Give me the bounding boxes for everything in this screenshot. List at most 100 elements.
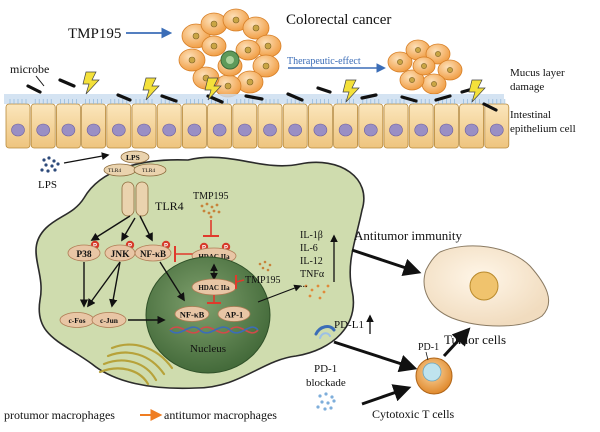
epithelium-cell-nucleus [112,123,126,137]
jnk-pill: JNK [104,244,136,262]
antitumor-immunity-arrow [351,248,422,276]
microbe-pointer [35,75,45,87]
pdl1-label: PD-L1 [334,319,364,331]
pd1-blockade-label-1: PD-1 [314,363,337,375]
epithelium-cell-nucleus [263,123,277,137]
svg-text:P38: P38 [76,250,92,260]
lps-receptor-label: LPS [126,153,140,162]
microvilli [85,99,102,104]
ap1-pill: AP-1 [217,306,251,322]
microvilli [337,99,354,104]
p38-to-cjun-arrow [87,261,121,308]
nfkb-to-nucleus-arrow [159,261,185,302]
intestinal-epithelium [5,99,510,149]
blockade-to-tcell-arrow [361,384,412,406]
tlr4-a-label: TLR4 [108,168,121,174]
protumor-label: protumor macrophages [4,408,115,422]
tlr4-to-p38-arrow [90,215,131,241]
svg-text:NF-κB: NF-κB [180,310,205,320]
antitumor-mac-label: antitumor macrophages [164,408,277,422]
pdl1-to-tcell-arrow [333,340,418,373]
antitumor-immunity-label: Antitumor immunity [354,228,462,243]
cytokine-dots-label: ... [300,279,308,290]
intestinal-label-2: epithelium cell [510,123,576,135]
epithelium-cell-nucleus [36,123,51,137]
tmp195-inhibit-hdac-nuc [235,279,245,283]
microbe-label: microbe [10,62,49,76]
cytokine-il1b: IL-1β [300,230,323,241]
cytotoxic-label: Cytotoxic T cells [372,407,455,421]
cytokine-tnfa: TNFα [300,269,325,280]
microvilli [34,99,52,104]
nucleus-to-cytokines-arrow [257,284,302,303]
colorectal-tumor-large [178,8,282,98]
tmp195-drug-dots [200,202,221,219]
svg-text:HDAC IIa: HDAC IIa [198,284,230,292]
epithelium-cell-nucleus [162,123,176,137]
tcell-to-tumor-arrow [442,327,471,358]
epithelium-cell-nucleus [313,123,328,137]
phospho-badge-letter: P [93,243,97,249]
tmp195-top-label: TMP195 [68,26,121,42]
tmp195-small-dots [258,260,272,272]
tlr4-to-jnk-arrow [121,217,136,242]
tlr4-to-nfkb-arrow [139,215,153,242]
epithelium-cell-nucleus [363,123,378,137]
p38-pill: P38 [67,244,101,262]
lps-dots [40,156,60,173]
hdac-nuc-pill: HDAC IIa [191,278,237,296]
phospho-badge-letter: P [202,245,206,251]
phospho-badge-letter: P [128,243,132,249]
microbe-rods [26,78,498,112]
microvilli [160,99,178,104]
epithelium-cell-nucleus [489,123,504,137]
cytokine-dots [304,284,330,300]
tlr4-label: TLR4 [155,199,184,213]
microvilli [236,99,254,104]
epithelium-cell-nucleus [389,123,403,137]
lps-to-receptor-arrow [63,152,110,164]
epithelium-cell-nucleus [86,123,101,137]
tmp195-nuc-label: TMP195 [245,275,281,286]
cytokine-il6: IL-6 [300,243,318,254]
microvilli [60,99,77,104]
tumor-cell-nucleus [469,271,499,301]
mucus-damage-label-1: Mucus layer [510,67,565,79]
epithelium-cell-nucleus [439,123,454,137]
dna-helix [169,326,259,334]
microvilli [286,99,304,104]
pd1-blockade-dots [316,392,336,411]
lightning-icons [82,71,486,103]
svg-text:AP-1: AP-1 [225,310,243,320]
mucus-damage-label-2: damage [510,81,544,93]
phospho-badge-letter: P [224,245,228,251]
nucleus-label: Nucleus [190,343,226,355]
nfkb-nuc-pill: NF-κB [174,306,210,322]
microvilli [438,99,455,104]
golgi-apparatus [98,343,174,386]
phospho-badge-letter: P [164,243,168,249]
epithelium-cell-nucleus [238,123,252,137]
therapeutic-effect-label: Therapeutic-effect [287,56,361,67]
microvilli [110,99,128,104]
microvilli [9,99,27,104]
tlr4-b-label: TLR4 [142,168,155,174]
cjun-pill: c-Jun [91,312,127,328]
microvilli [463,99,480,104]
colorectal-cancer-label: Colorectal cancer [286,12,391,28]
lps-outside-label: LPS [38,179,57,191]
microvilli [135,99,153,104]
intestinal-label-1: Intestinal [510,109,551,121]
microvilli [186,99,203,104]
tlr4-receptor [103,150,167,217]
epithelium-cell-nucleus [212,123,227,137]
epithelium-cell-nucleus [288,123,303,137]
svg-text:c-Fos: c-Fos [68,316,85,325]
cfos-pill: c-Fos [59,312,95,328]
pdl1-icon [314,325,336,339]
cytokine-il12: IL-12 [300,256,323,267]
microvilli [488,99,506,104]
epithelium-cell-nucleus [464,123,479,137]
svg-text:JNK: JNK [111,250,131,260]
